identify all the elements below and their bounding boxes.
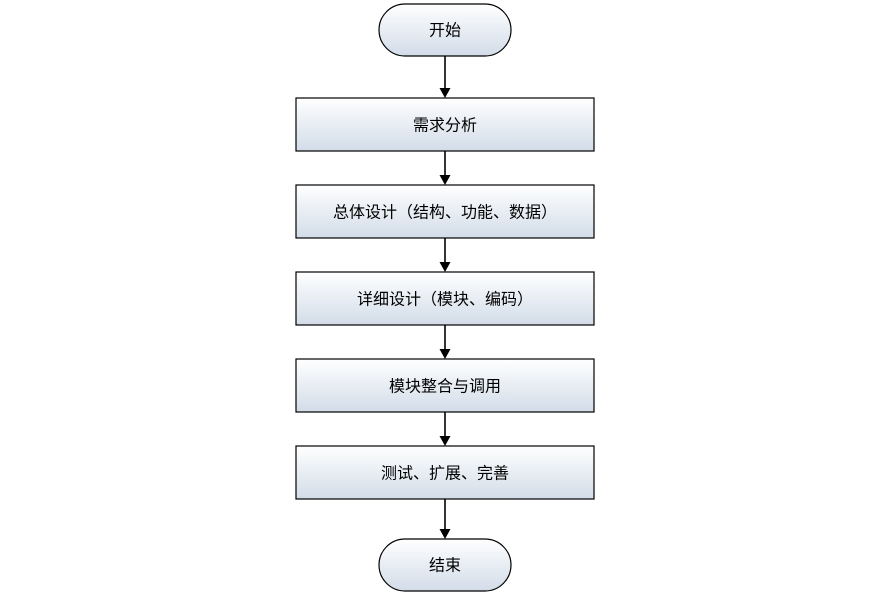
connector-start-requirements	[439, 56, 451, 98]
terminal-shape	[378, 3, 512, 57]
end-label: 结束	[429, 556, 461, 575]
detailed-design-label: 详细设计（模块、编码）	[357, 290, 533, 309]
arrowhead	[439, 262, 451, 272]
requirements-label: 需求分析	[413, 116, 477, 135]
process-box	[295, 271, 595, 326]
terminal-shape	[378, 538, 512, 592]
process-box	[295, 445, 595, 500]
arrowhead	[439, 88, 451, 98]
process-box	[295, 97, 595, 152]
connector-detailed-design-integration	[439, 325, 451, 359]
connector-overall-design-detailed-design	[439, 238, 451, 272]
end-terminal: 结束	[378, 538, 512, 592]
integration-label: 模块整合与调用	[389, 377, 501, 396]
connector-requirements-overall-design	[439, 151, 451, 185]
overall-design-label: 总体设计（结构、功能、数据）	[333, 203, 557, 222]
process-testing: 测试、扩展、完善	[295, 445, 595, 500]
process-overall-design: 总体设计（结构、功能、数据）	[295, 184, 595, 239]
arrowhead	[439, 436, 451, 446]
start-label: 开始	[429, 21, 461, 40]
process-integration: 模块整合与调用	[295, 358, 595, 413]
process-box	[295, 184, 595, 239]
arrowhead	[439, 529, 451, 539]
process-box	[295, 358, 595, 413]
connector-integration-testing	[439, 412, 451, 446]
start-terminal: 开始	[378, 3, 512, 57]
arrowhead	[439, 349, 451, 359]
process-requirements: 需求分析	[295, 97, 595, 152]
connector-testing-end	[439, 499, 451, 539]
process-detailed-design: 详细设计（模块、编码）	[295, 271, 595, 326]
arrowhead	[439, 175, 451, 185]
testing-label: 测试、扩展、完善	[381, 464, 509, 483]
